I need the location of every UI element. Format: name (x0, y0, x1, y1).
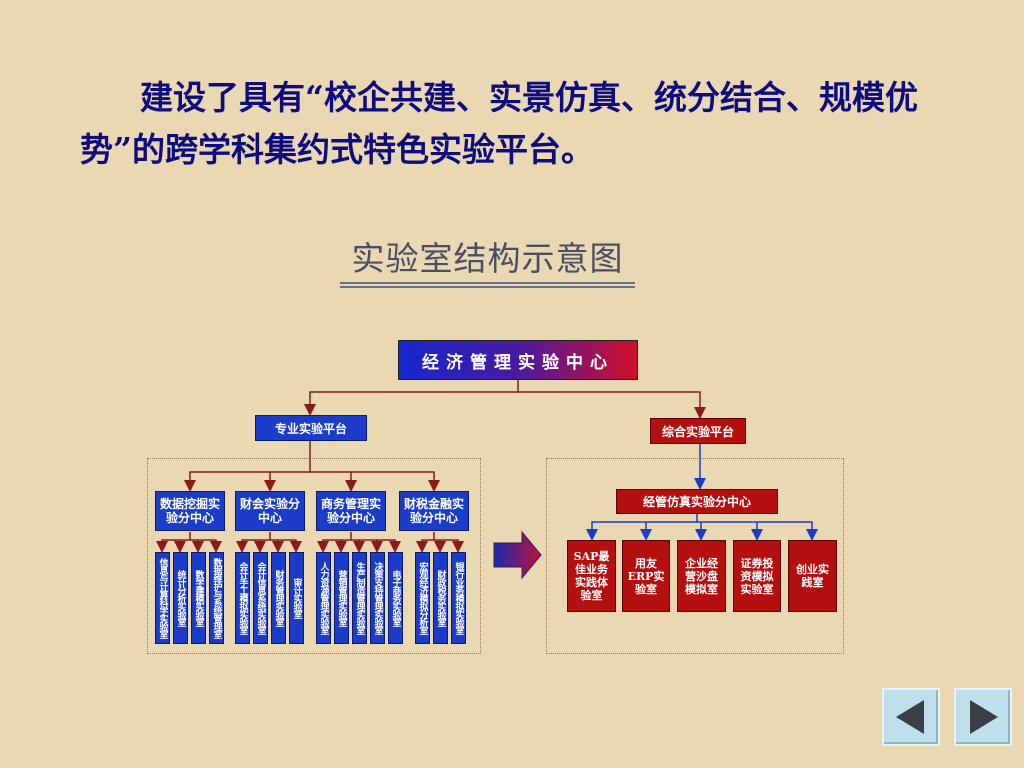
lab-manual-accounting: 会计手工模拟实验室 (235, 552, 250, 644)
lab-fiscal-tax: 财政税务实验室 (433, 552, 448, 644)
lab-info-computing: 信息与计算科学实验室 (155, 552, 170, 644)
lab-ecommerce: 电子商务实验室 (388, 552, 403, 644)
lab-statistics: 统计分析实验室 (173, 552, 188, 644)
professional-labs-panel (147, 458, 481, 654)
sub-center-data-mining: 数据挖掘实验分中心 (155, 491, 225, 531)
lab-macroeconomics: 宏观经济模拟分析室 (415, 552, 430, 644)
professional-platform-box: 专业实验平台 (255, 415, 367, 441)
slide-body-text: 建设了具有“校企共建、实景仿真、统分结合、规模优势”的跨学科集约式特色实验平台。 (80, 72, 980, 176)
lab-audit: 审计实验室 (289, 552, 304, 644)
diagram-title: 实验室结构示意图 (340, 232, 635, 288)
economics-management-center: 经济管理实验中心 (398, 340, 638, 380)
lab-data-maintenance: 数据维护与系统管理室 (209, 552, 224, 644)
simulation-sub-center: 经管仿真实验分中心 (616, 489, 778, 514)
lab-human-resources: 人力资源管理实验室 (316, 552, 331, 644)
sub-center-accounting: 财会实验分中心 (235, 491, 305, 531)
lab-decision-support: 决策支持管理实验室 (370, 552, 385, 644)
big-flow-arrow (493, 530, 542, 580)
comprehensive-labs-panel (546, 458, 844, 654)
lab-marketing: 营销管理实验室 (334, 552, 349, 644)
lab-banking: 银行业务模拟实验室 (451, 552, 466, 644)
lab-math-modeling: 数学建模实验室 (191, 552, 206, 644)
lab-sap-practice: SAP最佳业务实践体验室 (567, 540, 616, 612)
lab-accounting-info: 会计信息系统实验室 (253, 552, 268, 644)
sub-center-finance-tax: 财税金融实验分中心 (399, 491, 469, 531)
slide-text-content: 建设了具有“校企共建、实景仿真、统分结合、规模优势”的跨学科集约式特色实验平台。 (80, 78, 918, 169)
triangle-left-icon (896, 700, 924, 734)
lab-financial-management: 财务管理实验室 (271, 552, 286, 644)
lab-yonyou-erp: 用友ERP实验室 (622, 540, 670, 612)
comprehensive-platform-box: 综合实验平台 (650, 418, 746, 444)
lab-securities: 证券投资模拟实验室 (733, 540, 781, 612)
triangle-right-icon (970, 700, 998, 734)
previous-slide-button[interactable] (882, 688, 940, 746)
lab-sandtable: 企业经营沙盘模拟室 (677, 540, 726, 612)
sub-center-business: 商务管理实验分中心 (316, 491, 386, 531)
lab-entrepreneurship: 创业实践室 (788, 540, 837, 612)
lab-production: 生产制造管理实验室 (352, 552, 367, 644)
next-slide-button[interactable] (954, 688, 1012, 746)
